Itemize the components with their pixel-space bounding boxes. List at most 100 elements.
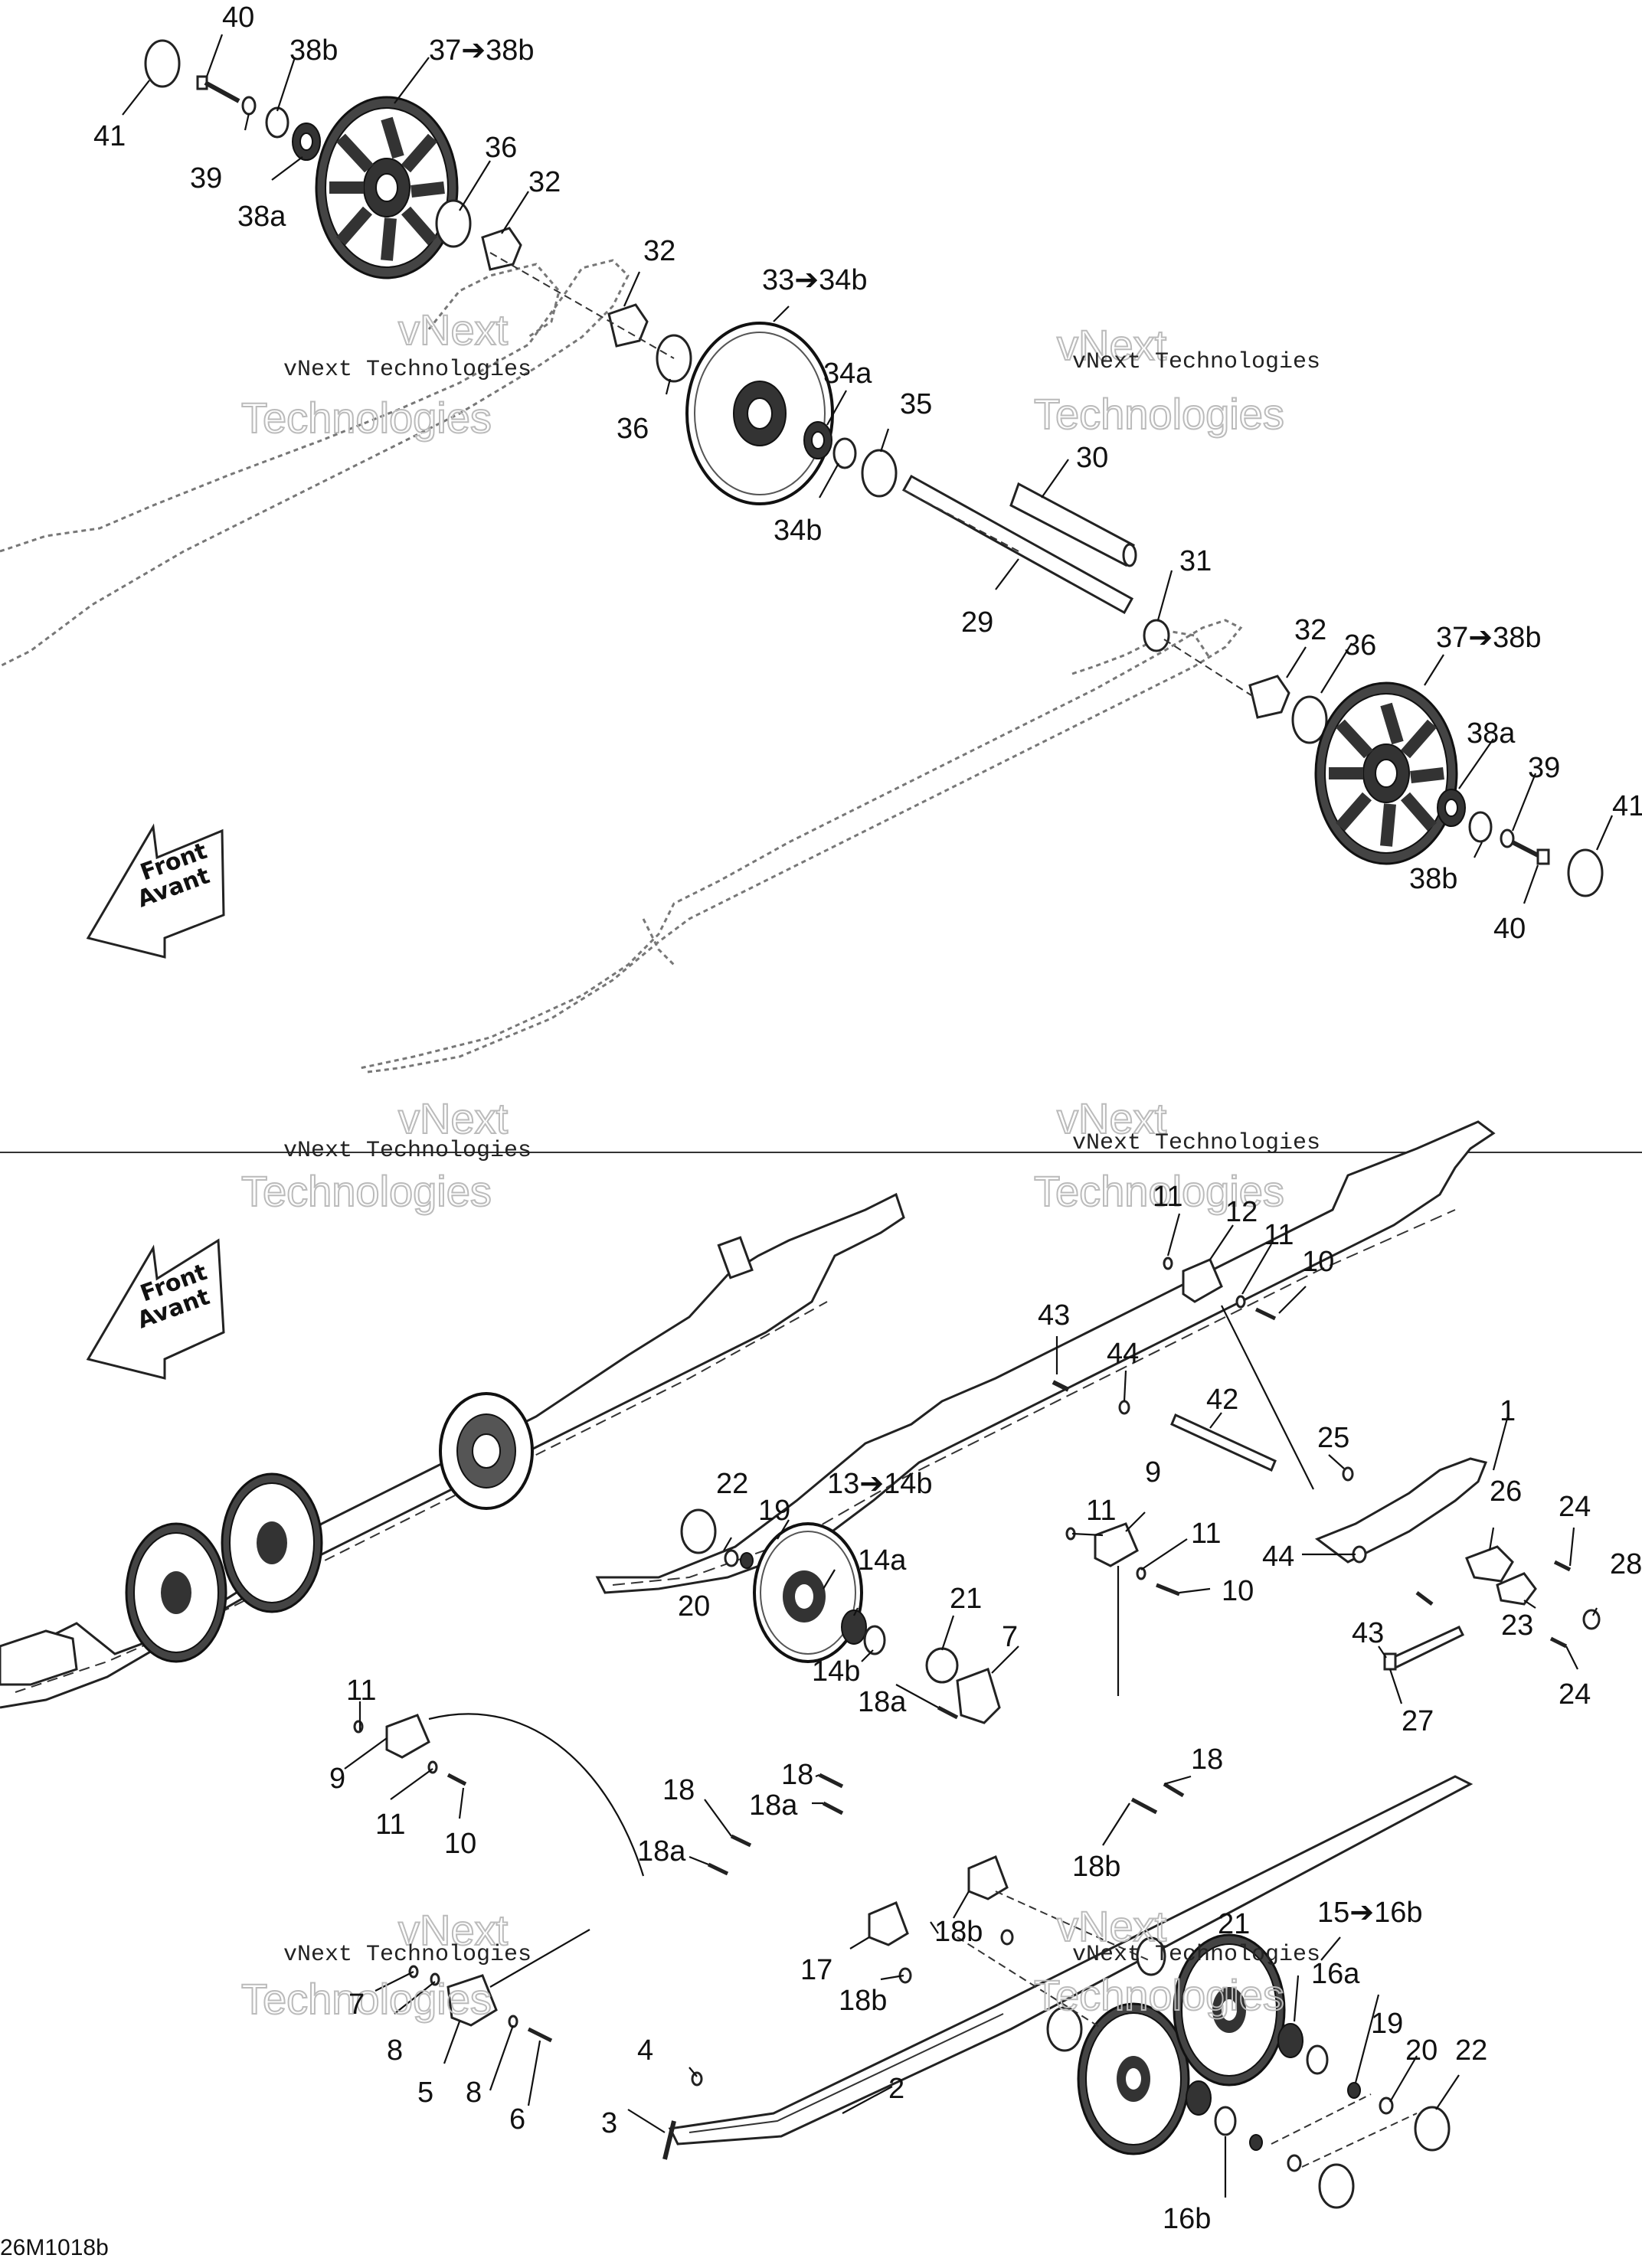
assembled-rail-wheel-rear xyxy=(439,1392,534,1510)
bolt-27 xyxy=(1391,1626,1465,1670)
callout-25: 25 xyxy=(1317,1422,1349,1454)
washer-11-mid-b xyxy=(1136,1567,1146,1580)
screw-10-mid xyxy=(1156,1583,1180,1596)
screw-18a-top xyxy=(937,1705,959,1720)
wheel-33-upper xyxy=(685,322,834,505)
callout-7-top: 7 xyxy=(1002,1621,1018,1653)
cap-22-top xyxy=(680,1508,717,1554)
screw-18a-left xyxy=(707,1862,729,1876)
upper-guide-lines xyxy=(489,252,1257,699)
screw-18b-right xyxy=(1130,1797,1158,1815)
watermarks: vNext Technologies vNext Technologies vN… xyxy=(240,305,1320,2024)
stopper-5-line xyxy=(489,1929,590,1988)
axle-29 xyxy=(901,474,1134,615)
screw-6 xyxy=(527,2027,553,2043)
upper-right-rail xyxy=(359,619,1243,1074)
bearing-14a xyxy=(841,1609,867,1645)
stopper-9-left xyxy=(385,1714,430,1759)
watermark-upper-right-text: vNext Technologies xyxy=(1072,349,1320,375)
callout-10-mid: 10 xyxy=(1222,1575,1254,1607)
callout-2: 2 xyxy=(888,2073,904,2105)
screw-10-top xyxy=(1254,1307,1277,1321)
nut-18b-a xyxy=(1000,1929,1014,1946)
washer-39-upper-right xyxy=(1500,828,1515,848)
screw-18-mid xyxy=(818,1773,844,1789)
callout-3: 3 xyxy=(601,2107,617,2139)
callout-labels: 40 38b 37➔38b 41 39 38a 36 32 32 33➔34b … xyxy=(93,2,1642,2235)
cap-41-upper xyxy=(144,39,181,88)
screw-24-top xyxy=(1553,1560,1572,1572)
callout-40-upper-left: 40 xyxy=(222,2,254,34)
slider-2 xyxy=(668,1775,1474,2145)
stopper-9-left-curve xyxy=(428,1713,645,1877)
stopper-17-right xyxy=(967,1855,1009,1900)
nut-44-top xyxy=(1118,1400,1130,1415)
watermark-mid-right-line2: Technologies xyxy=(1034,1167,1284,1215)
washer-11-left-a xyxy=(353,1720,364,1734)
stopper-12-arrow xyxy=(1221,1305,1314,1490)
callout-16a: 16a xyxy=(1311,1958,1360,1990)
bushing-32-upper-mid xyxy=(607,303,649,348)
callout-39-upper-left: 39 xyxy=(190,162,222,194)
callout-17: 17 xyxy=(800,1954,832,1986)
washer-11-top-b xyxy=(1235,1295,1246,1309)
watermark-mid-left-text: vNext Technologies xyxy=(283,1138,532,1164)
leader-lines xyxy=(122,34,1614,2198)
stopper-7 xyxy=(956,1668,1001,1724)
callout-18b-mid: 18b xyxy=(934,1916,983,1948)
callout-44-bottom: 44 xyxy=(1262,1541,1294,1573)
callout-18a-mid: 18a xyxy=(749,1789,798,1822)
callout-38b-upper-right: 38b xyxy=(1409,863,1457,895)
callout-29: 29 xyxy=(961,606,993,639)
callout-11-top-a: 11 xyxy=(1153,1181,1182,1213)
callout-31: 31 xyxy=(1179,545,1212,577)
watermark-mid-left-line2: Technologies xyxy=(241,1167,492,1215)
wheel-15-front xyxy=(1077,2002,1190,2155)
callout-9-left: 9 xyxy=(329,1763,345,1795)
screw-18-right xyxy=(1163,1782,1185,1798)
callout-36-upper-right: 36 xyxy=(1344,629,1376,662)
callout-42: 42 xyxy=(1206,1384,1238,1416)
watermark-upper-left-text: vNext Technologies xyxy=(283,357,532,383)
rail-1 xyxy=(595,1120,1496,1594)
screw-3 xyxy=(662,2120,676,2160)
callout-18a-left: 18a xyxy=(637,1835,686,1868)
figure-code: 26M1018b xyxy=(0,2235,109,2260)
callout-28: 28 xyxy=(1610,1548,1642,1580)
watermark-upper-left-line2: Technologies xyxy=(241,394,492,442)
callout-35: 35 xyxy=(900,388,932,420)
callout-6: 6 xyxy=(509,2103,525,2136)
callout-14a: 14a xyxy=(858,1544,907,1577)
callout-20-bottom: 20 xyxy=(1405,2034,1438,2067)
callout-4: 4 xyxy=(637,2034,653,2067)
callout-8-a: 8 xyxy=(387,2034,403,2067)
washer-19-top xyxy=(740,1552,754,1569)
circlip-16b-a xyxy=(1306,2044,1329,2075)
upper-view: Front Avant xyxy=(0,39,1604,1074)
callout-16b: 16b xyxy=(1163,2203,1211,2235)
callout-20-top: 20 xyxy=(678,1590,710,1623)
callout-38a-upper-right: 38a xyxy=(1467,717,1516,750)
callout-9-mid: 9 xyxy=(1145,1456,1161,1489)
callout-18-left: 18 xyxy=(662,1774,695,1806)
washer-11-top-a xyxy=(1163,1257,1173,1270)
spacer-36-upper-right xyxy=(1291,695,1328,744)
watermark-mid-left-line1: vNext xyxy=(398,1094,509,1142)
screw-18-left xyxy=(730,1834,752,1848)
callout-37-upper-right: 37➔38b xyxy=(1436,622,1542,654)
nut-28 xyxy=(1582,1609,1601,1630)
watermark-mid-right-text: vNext Technologies xyxy=(1072,1130,1320,1156)
spacer-21-top xyxy=(925,1647,959,1684)
watermark-lower-left-line2: Technologies xyxy=(241,1975,492,2023)
upper-right-rail-front xyxy=(642,918,675,966)
callout-40-upper-right: 40 xyxy=(1493,913,1526,945)
callout-27: 27 xyxy=(1402,1705,1434,1737)
cap-22-bottom-a xyxy=(1414,2106,1451,2152)
nut-4 xyxy=(691,2071,703,2087)
watermark-upper-left-line1: vNext xyxy=(398,306,509,354)
callout-10-top: 10 xyxy=(1302,1246,1334,1278)
washer-8-b xyxy=(508,2015,518,2028)
callout-41-upper-right: 41 xyxy=(1612,790,1642,822)
